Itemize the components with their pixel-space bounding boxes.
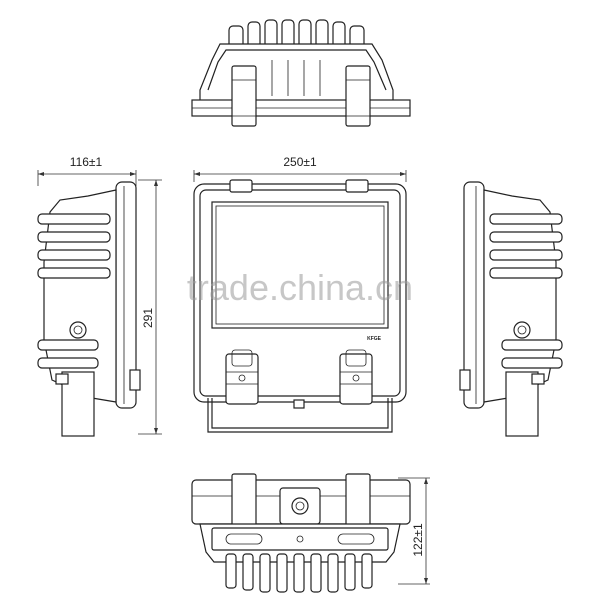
base-label: 122±1: [411, 523, 425, 557]
front-view: 250±1 KFGE: [193, 155, 407, 433]
left-view-pivot: [69, 321, 87, 339]
bottom-view-fins: [225, 553, 373, 593]
front-view-lens: [211, 201, 389, 329]
front-view-clamp-right: [339, 349, 373, 405]
front-view-screw: [293, 399, 305, 409]
height-label: 291: [141, 308, 155, 328]
right-view-clamp: [459, 369, 471, 391]
front-view-top-latches: [229, 179, 369, 193]
top-view-clamp-left: [231, 65, 257, 127]
front-view-bracket: [207, 398, 393, 433]
bottom-view-bracket: [211, 527, 389, 551]
depth-label: 116±1: [70, 155, 103, 169]
right-side-view: [459, 181, 563, 437]
base-dimension: 122±1: [398, 477, 430, 585]
nameplate-text: KFGE: [367, 336, 382, 342]
width-dimension: 250±1: [193, 155, 407, 182]
bottom-view-clamp-left: [231, 473, 257, 527]
depth-dimension: 116±1: [37, 155, 137, 186]
watermark-text: trade.china.cn: [187, 267, 413, 308]
bottom-view: 122±1: [191, 473, 430, 593]
height-dimension: 291: [138, 179, 162, 435]
left-side-view: 116±1 291: [37, 155, 162, 437]
left-view-clamp: [129, 369, 141, 391]
bottom-view-clamp-right: [345, 473, 371, 527]
top-view: [191, 19, 411, 127]
front-view-clamp-left: [225, 349, 259, 405]
right-view-pivot: [513, 321, 531, 339]
left-view-fins: [37, 213, 111, 369]
top-view-clamp-right: [345, 65, 371, 127]
width-label: 250±1: [283, 155, 317, 169]
right-view-fins: [489, 213, 563, 369]
